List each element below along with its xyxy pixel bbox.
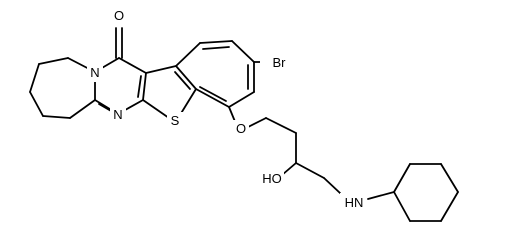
bond	[175, 42, 201, 67]
bond	[175, 65, 197, 90]
bond	[29, 91, 44, 117]
bond	[142, 72, 147, 101]
bond	[137, 75, 142, 98]
bond	[323, 177, 341, 194]
amine-label: HN	[345, 195, 364, 210]
bond	[142, 99, 170, 119]
sulfur-label: S	[171, 113, 180, 128]
bond	[38, 57, 69, 65]
bond	[29, 63, 40, 93]
bond	[202, 46, 230, 50]
hydroxyl-label: HO	[262, 171, 282, 186]
bond	[118, 57, 147, 74]
ring-nitrogen-label: N	[90, 65, 99, 80]
bond	[179, 88, 197, 116]
bond	[281, 162, 297, 176]
bridge-nitrogen-label: N	[113, 107, 122, 122]
carbonyl-oxygen-label: O	[114, 8, 124, 23]
bond	[145, 65, 177, 74]
bond	[245, 117, 267, 129]
bond	[42, 115, 71, 119]
ether-oxygen-label: O	[236, 121, 246, 136]
bond	[231, 40, 255, 63]
bond	[228, 91, 255, 108]
bond	[393, 163, 411, 193]
bond	[295, 162, 325, 179]
atom-labels: O Br S N N O HO HN	[87, 6, 366, 211]
bromine-label: Br	[273, 55, 287, 70]
bond	[367, 191, 395, 200]
bond	[393, 191, 411, 222]
bond	[174, 71, 191, 90]
bond	[265, 117, 297, 134]
bond	[199, 40, 233, 44]
bond	[195, 88, 230, 108]
bond	[440, 163, 459, 193]
bond-skeleton	[29, 27, 459, 222]
bond	[69, 99, 96, 119]
bond	[440, 191, 459, 222]
bond	[199, 86, 227, 102]
